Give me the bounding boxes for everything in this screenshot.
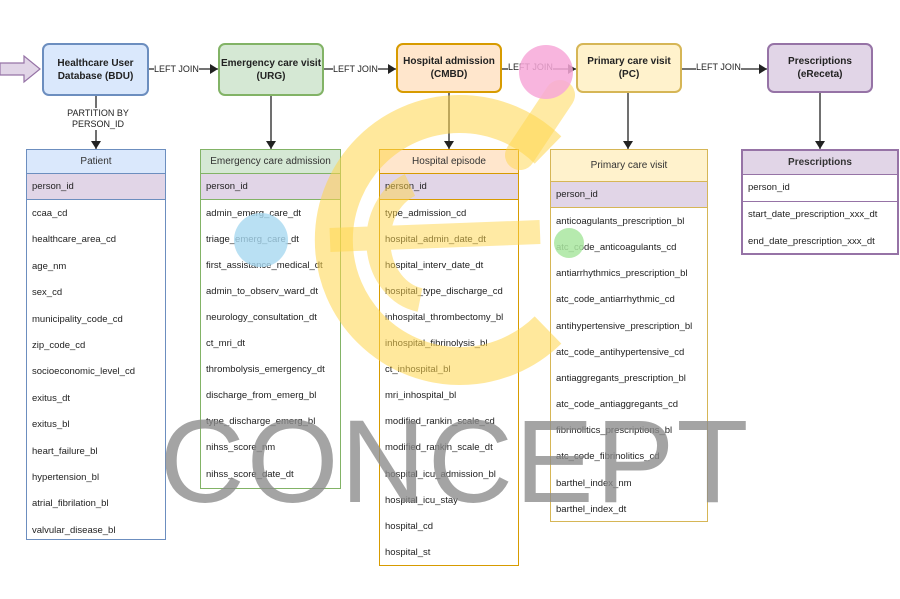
join-label: LEFT JOIN [333,64,378,75]
key-field: person_id [743,175,897,202]
field-row: exitus_bl [32,419,70,431]
source-to-table-arrowhead [91,141,101,149]
join-arrowhead [388,64,396,74]
table-title: Primary care visit [551,150,707,182]
source-box-cmbd: Hospital admission (CMBD) [396,43,502,93]
field-row: atc_code_antiarrhythmic_cd [556,294,675,306]
field-row: barthel_index_nm [556,477,632,489]
field-row: ct_mri_dt [206,338,246,350]
field-row: hospital_admin_date_dt [385,233,486,245]
field-row: atc_code_anticoagulants_cd [556,241,677,253]
field-row: admin_to_observ_ward_dt [206,285,318,297]
field-row: nihss_score_date_dt [206,468,294,480]
field-row: type_admission_cd [385,207,467,219]
field-row: socioeconomic_level_cd [32,366,135,378]
field-row: inhospital_fibrinolysis_bl [385,338,488,350]
join-label: LEFT JOIN [154,64,199,75]
field-row: hospital_cd [385,520,434,532]
key-field: person_id [551,182,707,209]
field-row: anticoagulants_prescription_bl [556,215,685,227]
field-row: neurology_consultation_dt [206,312,317,324]
table-title: Patient [27,150,165,174]
field-row: hospital_icu_admission_bl [385,468,496,480]
table-title: Prescriptions [743,151,897,175]
source-label: Emergency care visit (URG) [220,57,322,82]
source-box-pc: Primary care visit (PC) [576,43,682,93]
field-row: hospital_icu_stay [385,494,458,506]
field-row: hospital_type_discharge_cd [385,285,503,297]
join-arrowhead [210,64,218,74]
join-arrowhead [759,64,767,74]
field-row: age_nm [32,260,67,272]
field-row: atrial_fibrilation_bl [32,498,109,510]
field-row: exitus_dt [32,392,71,404]
field-row: antihypertensive_prescription_bl [556,320,693,332]
field-row: healthcare_area_cd [32,234,116,246]
table-title: Hospital episode [380,150,518,174]
field-row: admin_emerg_care_dt [206,207,302,219]
field-row: thrombolysis_emergency_dt [206,364,325,376]
field-row: discharge_from_emerg_bl [206,390,317,402]
field-row: start_date_prescription_xxx_dt [748,209,878,221]
field-row: heart_failure_bl [32,445,98,457]
field-row: nihss_score_nm [206,442,276,454]
field-row: end_date_prescription_xxx_dt [748,235,875,247]
field-row: type_discharge_emerg_bl [206,416,316,428]
field-row: barthel_index_dt [556,503,627,515]
field-row: ct_inhospital_bl [385,364,451,376]
field-row: antiarrhythmics_prescription_bl [556,268,688,280]
field-row: first_assistance_medical_dt [206,259,323,271]
field-row: zip_code_cd [32,340,86,352]
field-row: sex_cd [32,287,63,299]
source-to-table-arrowhead [623,141,633,149]
field-row: ccaa_cd [32,208,68,220]
source-box-bdu: Healthcare User Database (BDU) [42,43,149,96]
source-to-table-arrowhead [444,141,454,149]
join-label: LEFT JOIN [696,62,741,73]
field-row: modified_rankin_scale_cd [385,416,495,428]
field-row: hospital_interv_date_dt [385,259,484,271]
join-label: LEFT JOIN [508,62,553,73]
field-row: modified_rankin_scale_dt [385,442,493,454]
field-row: atc_code_antiaggregants_cd [556,399,679,411]
field-row: atc_code_antihypertensive_cd [556,346,685,358]
field-row: municipality_code_cd [32,313,123,325]
source-box-urg: Emergency care visit (URG) [218,43,324,96]
source-to-table-arrowhead [266,141,276,149]
field-row: fibrinolitics_prescriptions_bl [556,425,673,437]
field-row: antiaggregants_prescription_bl [556,372,686,384]
source-box-erec: Prescriptions (eReceta) [767,43,873,93]
input-arrow [0,54,41,84]
field-row: hospital_st [385,546,431,558]
field-row: mri_inhospital_bl [385,390,457,402]
source-to-table-arrowhead [815,141,825,149]
source-label: Healthcare User Database (BDU) [57,57,134,82]
table-title: Emergency care admission [201,150,340,174]
key-field: person_id [201,174,340,201]
field-row: triage_emerg_care_dt [206,233,299,245]
field-row: valvular_disease_bl [32,524,116,536]
source-label: Hospital admission (CMBD) [403,56,495,80]
field-row: atc_code_fibrinolitics_cd [556,451,660,463]
key-field: person_id [27,174,165,201]
source-label: Prescriptions (eReceta) [788,56,852,80]
source-label: Primary care visit (PC) [587,56,671,80]
field-row: inhospital_thrombectomy_bl [385,312,504,324]
join-arrowhead [568,64,576,74]
key-field: person_id [380,174,518,201]
field-row: hypertension_bl [32,471,100,483]
partition-label: PARTITION BY PERSON_ID [56,108,140,130]
